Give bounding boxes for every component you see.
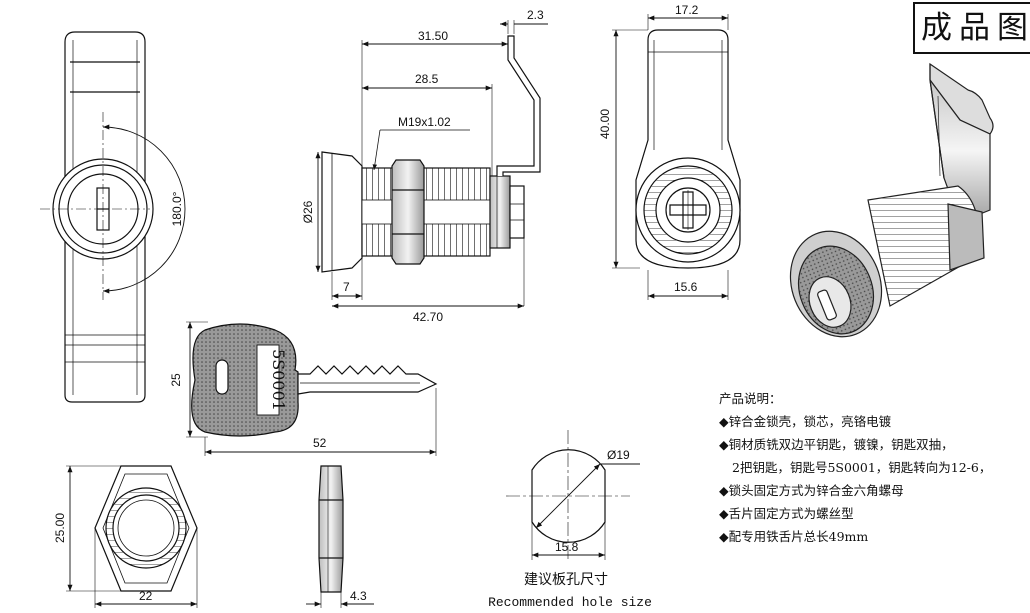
description-line: ◆铜材质铣双边平钥匙，镀镍，钥匙双抽， xyxy=(719,437,954,452)
description-line: ◆锁头固定方式为锌合金六角螺母 xyxy=(719,483,904,498)
dim-key-length: 52 xyxy=(313,436,327,450)
key-drawing xyxy=(191,323,438,437)
nut-side-dimensions xyxy=(306,592,374,608)
rear-view xyxy=(635,29,741,300)
dim-tongue-thickness: 2.3 xyxy=(527,8,544,22)
dim-total-width: 31.50 xyxy=(418,29,448,43)
dim-front-height: 40.00 xyxy=(598,109,612,139)
dim-key-height: 25 xyxy=(169,373,183,387)
title-box: 成品图 xyxy=(913,2,1030,54)
product-3d-render xyxy=(789,62,994,338)
product-description: 产品说明： ◆锌合金锁壳，锁芯，亮铬电镀 ◆铜材质铣双边平钥匙，镀镍，钥匙双抽，… xyxy=(719,387,1030,548)
dim-nut-thickness: 4.3 xyxy=(350,589,367,603)
rear-view-dimensions xyxy=(612,14,729,299)
description-line: ◆锌合金锁壳，锁芯，亮铬电镀 xyxy=(719,414,892,429)
hole-caption-en: Recommended hole size xyxy=(488,595,652,610)
left-front-view xyxy=(40,31,186,403)
key-number-label: 5S0001 xyxy=(269,349,288,411)
dim-nut-width: 22 xyxy=(139,589,153,603)
dim-hole-flat: 15.8 xyxy=(555,540,579,554)
hex-nut-dimensions xyxy=(66,465,198,608)
finished-product-title: 成品图 xyxy=(921,10,1030,46)
side-view-dimensions xyxy=(315,20,548,309)
dim-front-width: 17.2 xyxy=(675,3,699,17)
hole-caption-zh: 建议板孔尺寸 xyxy=(524,572,608,588)
description-line: 2把钥匙，钥匙号5S0001，钥匙转向为12-6， xyxy=(732,460,992,475)
description-line: ◆配专用铁舌片总长49mm xyxy=(719,529,869,544)
dim-head-diameter: Ø26 xyxy=(301,200,315,223)
rotation-angle-label: 180.0° xyxy=(170,191,184,226)
side-view xyxy=(321,35,541,273)
recommended-hole xyxy=(506,430,640,560)
description-line: ◆舌片固定方式为螺丝型 xyxy=(719,506,854,521)
hex-nut-side xyxy=(318,465,344,593)
dim-flange-to-bend: 28.5 xyxy=(415,72,439,86)
hex-nut-front xyxy=(94,465,198,592)
dim-thread-spec: M19x1.02 xyxy=(398,115,451,129)
dim-hole-diameter: Ø19 xyxy=(607,448,630,462)
dim-front-body-width: 15.6 xyxy=(674,280,698,294)
key-dimensions xyxy=(186,321,437,456)
description-heading: 产品说明： xyxy=(719,391,782,406)
dim-overall-length: 42.70 xyxy=(413,310,443,324)
dim-head-thickness: 7 xyxy=(343,280,350,294)
dim-nut-across-flats: 25.00 xyxy=(53,513,67,543)
